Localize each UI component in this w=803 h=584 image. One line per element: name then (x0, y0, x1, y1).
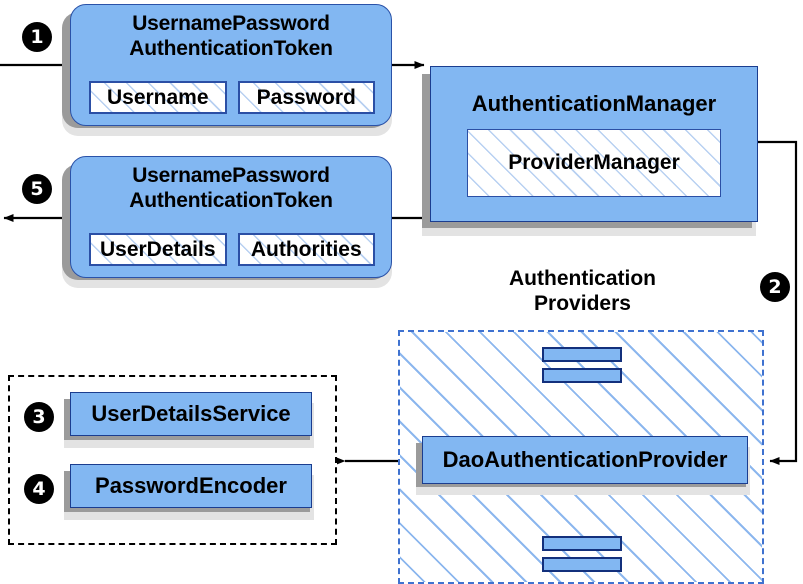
authentication-manager-card[interactable]: AuthenticationManager ProviderManager (430, 66, 758, 222)
badge-step-2: 2 (760, 272, 790, 302)
request-token-title: UsernamePassword AuthenticationToken (129, 12, 333, 60)
badge-step-1: 1 (22, 22, 52, 52)
response-token-slots: UserDetails Authorities (89, 233, 375, 266)
provider-placeholder-bar-top-2 (542, 368, 622, 383)
slot-userdetails[interactable]: UserDetails (89, 233, 227, 266)
response-token-title: UsernamePassword AuthenticationToken (129, 164, 333, 212)
slot-username[interactable]: Username (89, 81, 227, 114)
passwordencoder-box[interactable]: PasswordEncoder (70, 464, 312, 508)
authentication-manager-title: AuthenticationManager (471, 91, 717, 116)
slot-authorities[interactable]: Authorities (237, 233, 375, 266)
request-token-card[interactable]: UsernamePassword AuthenticationToken Use… (70, 4, 392, 126)
provider-manager-box[interactable]: ProviderManager (467, 129, 721, 197)
provider-placeholder-bar-top-1 (542, 347, 622, 362)
userdetailsservice-box[interactable]: UserDetailsService (70, 392, 312, 436)
badge-step-5: 5 (22, 174, 52, 204)
response-token-card[interactable]: UsernamePassword AuthenticationToken Use… (70, 156, 392, 278)
slot-password[interactable]: Password (237, 81, 375, 114)
request-token-slots: Username Password (89, 81, 375, 114)
provider-placeholder-bar-bottom-1 (542, 536, 622, 551)
badge-step-3: 3 (24, 402, 54, 432)
authentication-providers-caption: Authentication Providers (509, 267, 656, 315)
wire-manager-to-provider (758, 140, 798, 465)
provider-placeholder-bar-bottom-2 (542, 557, 622, 572)
badge-step-4: 4 (24, 474, 54, 504)
dao-authentication-provider-box[interactable]: DaoAuthenticationProvider (422, 436, 748, 484)
